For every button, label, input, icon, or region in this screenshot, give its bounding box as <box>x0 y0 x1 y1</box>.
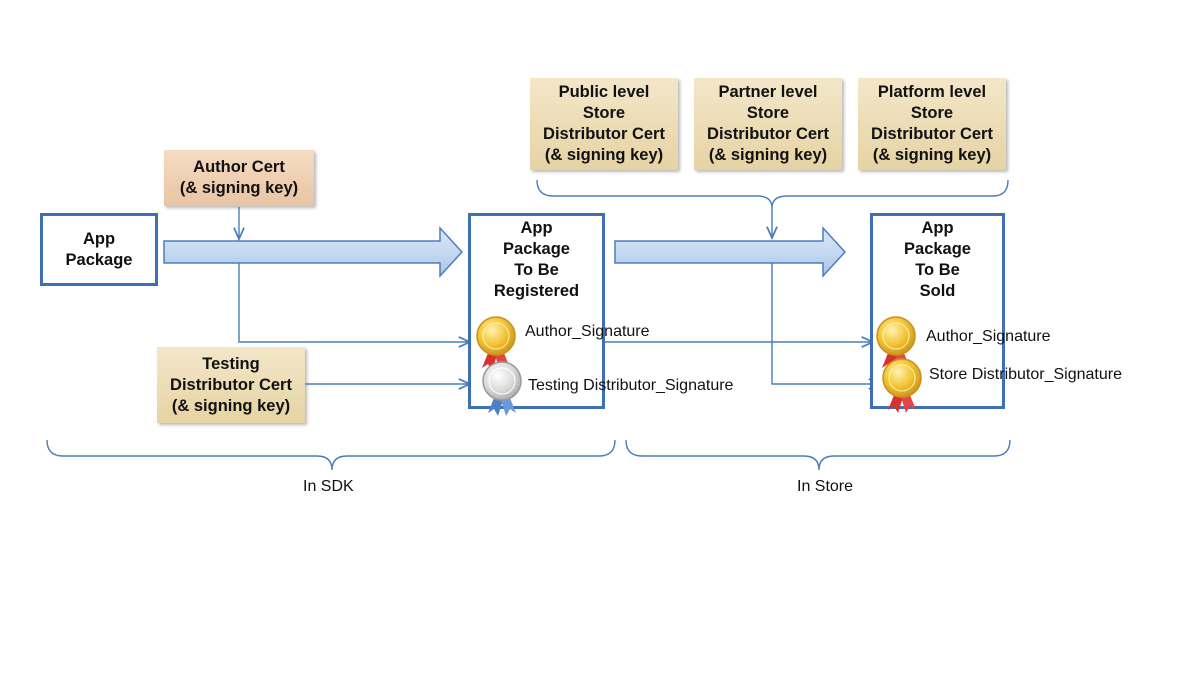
flow-arrow-store <box>614 226 847 278</box>
testing-distributor-cert-box: Testing Distributor Cert (& signing key) <box>157 347 305 423</box>
author-signature-label-sold: Author_Signature <box>926 328 1051 345</box>
platform-store-distributor-cert-box: Platform level Store Distributor Cert (&… <box>858 78 1006 170</box>
app-package-box: App Package <box>40 213 158 286</box>
phase-label-store: In Store <box>797 478 854 495</box>
sdk-brace <box>46 439 616 471</box>
phase-label-sdk: In SDK <box>303 478 354 495</box>
flow-arrow-sdk <box>163 226 464 278</box>
author-cert-box: Author Cert (& signing key) <box>164 150 314 206</box>
store-brace <box>625 439 1011 471</box>
partner-store-distributor-cert-box: Partner level Store Distributor Cert (& … <box>694 78 842 170</box>
testing-distributor-signature-label: Testing Distributor_Signature <box>528 377 734 394</box>
author-signature-label-registered: Author_Signature <box>525 323 650 340</box>
store-distributor-signature-label: Store Distributor_Signature <box>929 366 1122 383</box>
public-store-distributor-cert-box: Public level Store Distributor Cert (& s… <box>530 78 678 170</box>
